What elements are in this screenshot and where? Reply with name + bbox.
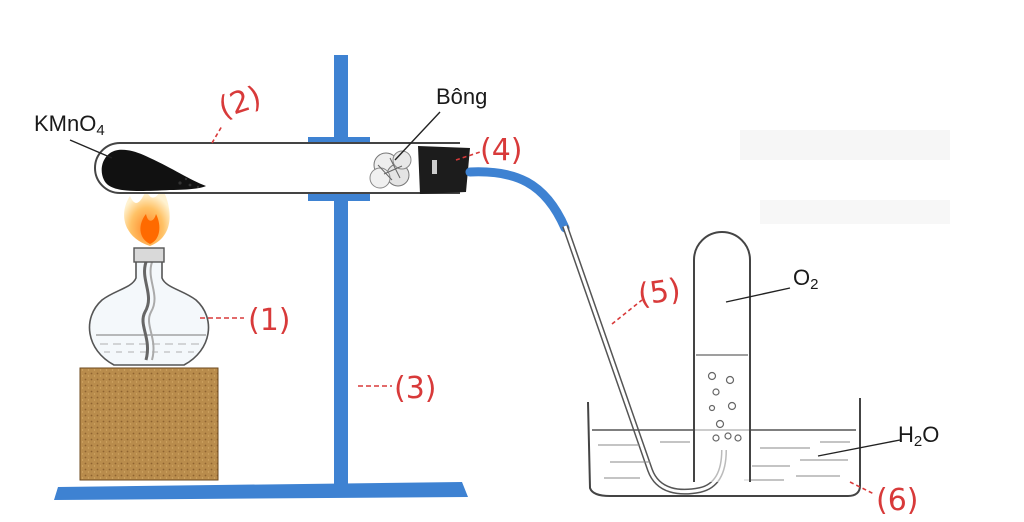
leader-lines [69,111,901,495]
label-kmno4: KMnO4 [34,111,105,139]
label-6: (6) [876,483,919,518]
flame [124,188,170,246]
label-2: (2) [214,79,265,125]
leader-h2o [817,439,901,457]
leader-o2 [725,287,791,303]
alcohol-lamp [88,188,210,366]
label-bong: Bông [436,84,487,109]
blue-hose [465,167,570,233]
trough-outline [587,398,861,497]
leader-6 [849,481,875,495]
cotton-plug [369,150,412,189]
label-o2: O2 [793,265,818,293]
delivery-tube [465,167,727,495]
label-1: (1) [248,303,291,338]
test-tube [94,142,470,194]
label-4: (4) [480,133,523,168]
stand-rod [334,55,348,485]
collection-tube [693,231,751,482]
faint-background-text [740,130,950,224]
lamp-wick [141,261,151,361]
leader-4 [455,151,481,161]
leader-2 [211,125,223,144]
leader-5 [611,299,643,325]
label-5: (5) [636,272,683,313]
collection-tube-outline [693,231,751,482]
leader-bong [394,111,441,161]
wooden-block [79,367,219,481]
stand-base [54,482,468,500]
kmno4-powder [101,149,206,191]
rubber-stopper [418,146,470,194]
label-3: (3) [394,371,437,406]
lamp-cap [133,247,165,263]
label-h2o: H2O [898,422,939,450]
gas-bubbles [707,371,742,442]
leader-kmno4 [69,139,113,159]
